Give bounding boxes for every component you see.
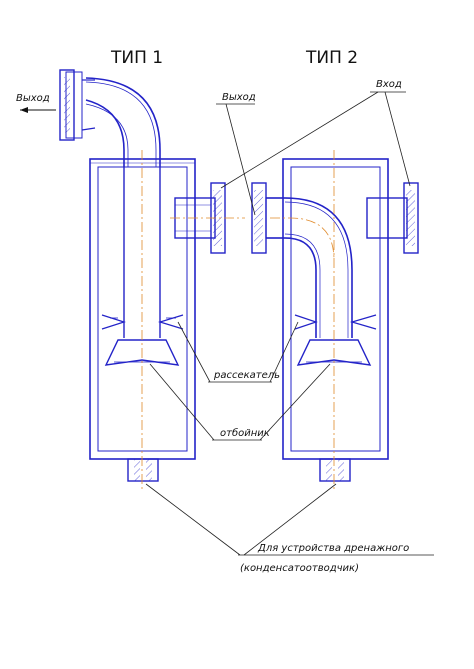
label-drain-line2: (конденсатоотводчик) [240,563,359,574]
type-2-inlet-nozzle [366,197,408,239]
inlet-leader-2 [384,91,411,187]
type-1-drain-nozzle [127,458,159,482]
outlet-right-leader [225,103,256,216]
label-outlet-right: Выход [222,92,256,103]
type-1-vessel-outer [89,158,196,460]
label-outlet-left: Выход [16,93,50,104]
type-2-vessel-outer [282,158,389,460]
type-2-vessel-inner [290,166,381,452]
drain-leader-2 [243,483,337,556]
drain-leader-1 [145,483,241,556]
type-1-vessel-inner [97,166,188,452]
title-type-2: ТИП 2 [305,48,358,68]
type-2-deflector [296,339,372,366]
type-2-drain-nozzle [319,458,351,482]
label-diffuser: рассекатель [213,370,280,381]
type-1-outlet-flange [59,69,75,141]
inlet-leader-1 [220,91,379,189]
type-1-deflector [104,339,180,366]
title-type-1: ТИП 1 [110,48,163,68]
label-drain-line1: Для устройства дренажного [257,543,409,554]
type-2-separator [251,150,419,490]
label-inlet: Вход [376,79,402,90]
label-deflector: отбойник [220,427,270,439]
type-2-inlet-flange [403,182,419,254]
type-1-separator [59,69,245,490]
